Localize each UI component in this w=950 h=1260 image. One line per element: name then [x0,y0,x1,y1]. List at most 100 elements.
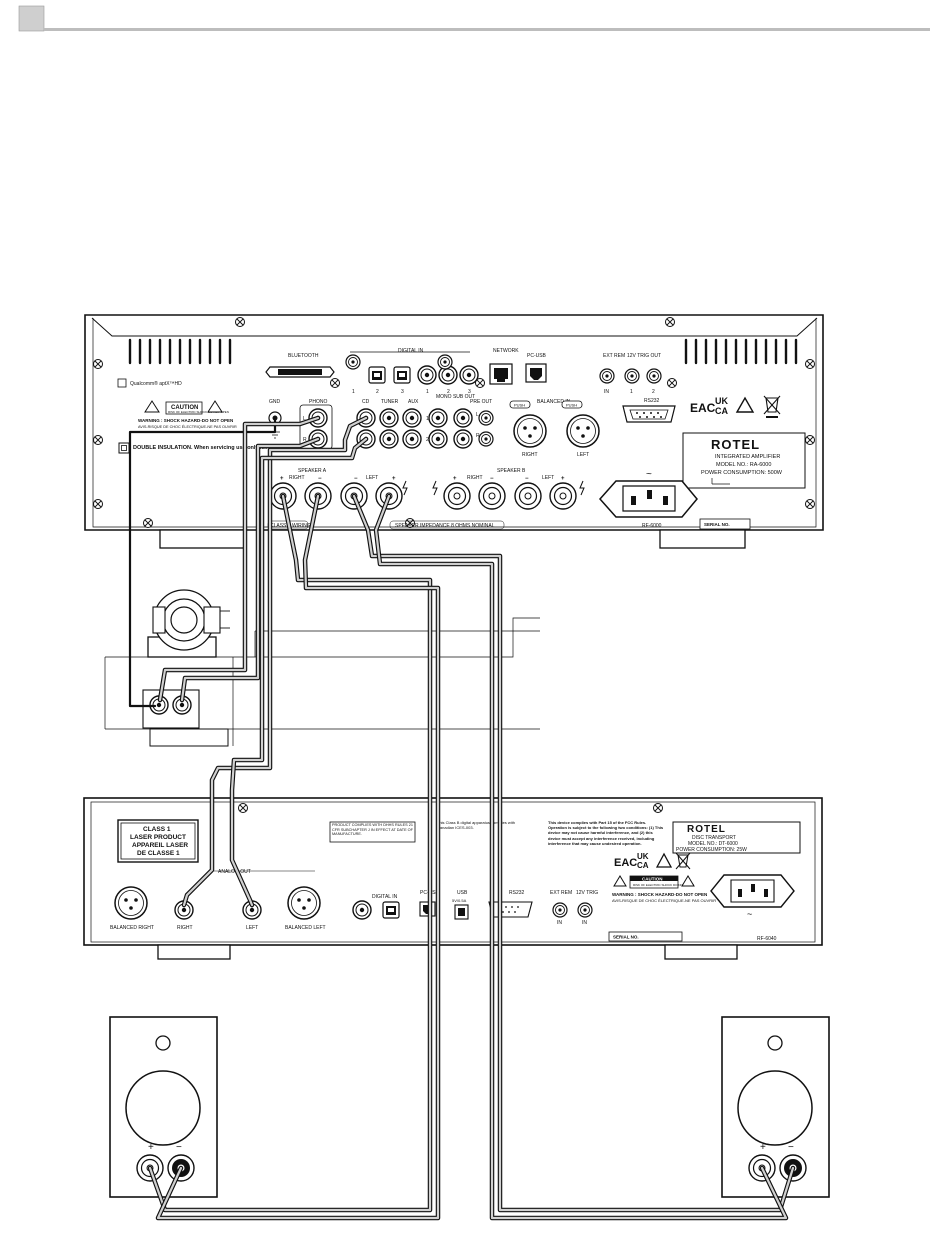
sub-out-2-jack[interactable] [428,429,448,449]
laser-line-1: CLASS 1 [143,826,171,833]
speaker-right-minus-label: − [788,1142,794,1153]
trig-out-1-jack[interactable] [624,368,640,384]
laser-line-4: DE CLASSE 1 [137,850,180,857]
transport-warning-text: WARNING : SHOCK HAZARD-DO NOT OPEN [612,892,707,897]
amp-model: MODEL NO.: RA-6000 [716,462,771,468]
spk-b-left-label: LEFT [542,475,554,481]
transport-foot-right [664,944,738,960]
phono-label: PHONO [309,399,327,405]
optical-port-1[interactable] [368,366,386,384]
rcm-mark-icon [735,396,755,413]
amp-model-label [682,432,806,489]
speaker-left-minus-label: − [176,1142,182,1153]
transport-optical-in[interactable] [382,901,400,919]
pre-r-label: R [476,433,480,439]
pre-l-label: L [476,412,479,418]
network-label: NETWORK [493,348,519,354]
ground-wire [128,416,277,708]
trig-2-label: 2 [652,389,655,395]
laser-line-2: LASER PRODUCT [130,834,186,841]
warning-triangle-icon [144,400,160,413]
ext-rem-jack[interactable] [599,368,615,384]
amp-foot-left [159,529,246,549]
tuner-left-jack[interactable] [379,408,399,428]
rca-right-label: RIGHT [177,925,193,931]
optical-port-2[interactable] [393,366,411,384]
network-port[interactable] [489,363,513,385]
ices-text: This Class B digital apparatus complies … [437,820,516,830]
trig-1-label: 1 [630,389,633,395]
pc-usb-label: PC-USB [527,353,547,359]
pre-out-left-jack[interactable] [453,408,473,428]
qualcomm-icon [117,378,127,388]
transport-pc-usb-port[interactable] [419,901,436,917]
transport-type: DISC TRANSPORT [692,835,736,841]
sub-out-1-jack[interactable] [428,408,448,428]
spk-a-right-label: RIGHT [289,475,305,481]
usb-power-label: 5V/0.5A [452,898,467,903]
header-rule [44,28,930,31]
tuner-right-jack[interactable] [379,429,399,449]
amp-caution-label: CAUTION [171,405,198,411]
trig-out-2-jack[interactable] [646,368,662,384]
screw [93,499,103,509]
spk-b-right-plus[interactable] [443,482,471,510]
pre-out-aux2-jack[interactable] [478,431,494,447]
cd-label: CD [362,399,370,405]
screw [665,317,675,327]
digital-in-3-label: 3 [401,389,404,395]
transport-ukca-mark-2: CA [637,861,649,870]
transport-rs232-port[interactable] [488,901,533,918]
gnd-label: GND [269,399,281,405]
rs232-port[interactable] [622,405,676,423]
aux-left-jack[interactable] [402,408,422,428]
bluetooth-label: BLUETOOTH [288,353,319,359]
pc-usb-port[interactable] [525,363,547,383]
speaker-left-plus-label: + [148,1142,154,1153]
ext-rem-label: EXT REM [603,353,625,359]
screw [93,359,103,369]
ac-inlet-icon[interactable] [598,480,698,518]
cables [128,415,796,1221]
phono-l-label: L [303,416,306,422]
screw [805,435,815,445]
balanced-left-label: BALANCED LEFT [285,925,326,931]
amp-serial-label: SERIAL NO. [704,522,730,527]
pre-out-right-jack[interactable] [453,429,473,449]
screw [653,803,663,813]
spk-b-right-minus[interactable] [478,482,506,510]
transport-ext-rem-jack[interactable] [552,902,568,918]
transport-trig-jack[interactable] [577,902,593,918]
transport-usb-port[interactable] [454,904,469,920]
compliance-box [329,821,416,843]
coax-jack-2[interactable] [417,365,437,385]
pre-out-aux-jack[interactable] [478,410,494,426]
coax-jack-1[interactable] [345,354,361,370]
spk-b-left-minus[interactable] [514,482,542,510]
spk-minus-2: − [354,476,358,482]
amp-caution-sub: RISK OF ELECTRIC SHOCK DO NOT OPEN [168,410,229,414]
spk-b-left-plus[interactable] [549,482,577,510]
xlr-left-input[interactable] [566,414,600,448]
transport-serial-box [608,931,683,942]
screw [330,378,340,388]
compliance-text: PRODUCT COMPLIES WITH DHHS RULES 21 CFR … [332,823,413,837]
tuner-label: TUNER [381,399,399,405]
xlr-right-input[interactable] [513,414,547,448]
trig-out-label: 12V TRIG OUT [627,353,661,359]
transport-coax-in[interactable] [352,900,372,920]
ac-inlet-icon[interactable] [710,874,795,908]
screw [238,803,248,813]
coax-1-label: 1 [426,389,429,395]
coax-jack-5[interactable] [437,354,453,370]
screw [93,435,103,445]
digital-in-2-label: 2 [376,389,379,395]
transport-model-label [672,821,801,854]
xlr-balanced-right-out[interactable] [114,886,148,920]
speaker-b-label: SPEAKER B [497,468,526,474]
coax-jack-4[interactable] [459,365,479,385]
aux-right-jack[interactable] [402,429,422,449]
xlr-balanced-left-out[interactable] [287,886,321,920]
ukca-mark-2: CA [715,406,728,416]
